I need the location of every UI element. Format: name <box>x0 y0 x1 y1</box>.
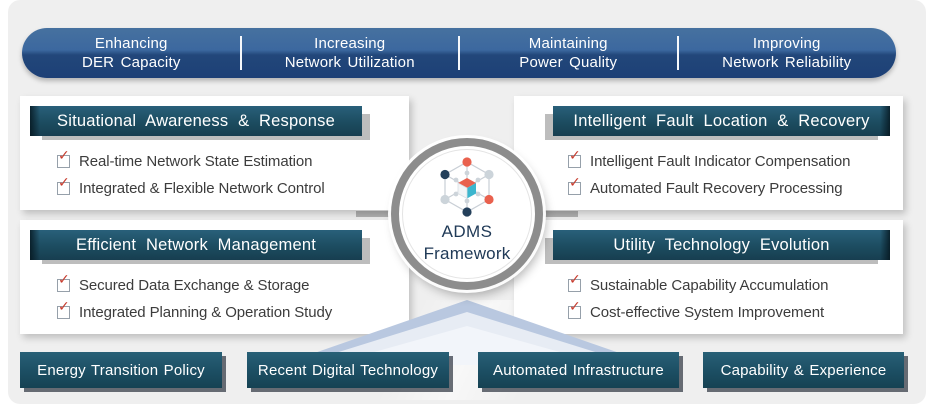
check-list: ✓ Intelligent Fault Indicator Compensati… <box>568 148 851 200</box>
checklist-item: ✓ Cost-effective System Improvement <box>568 299 828 324</box>
checklist-item: ✓ Integrated Planning & Operation Study <box>57 299 333 324</box>
checklist-item-label: Real-time Network State Estimation <box>79 152 313 170</box>
checklist-item: ✓ Automated Fault Recovery Processing <box>568 175 850 200</box>
hub-inner-ring <box>402 149 532 279</box>
checked-checkbox-icon: ✓ <box>57 299 70 319</box>
checked-checkbox-icon: ✓ <box>57 148 70 168</box>
card-header: Intelligent Fault Location & Recovery <box>553 106 890 136</box>
goal-line: Network Utilization <box>284 54 415 71</box>
card-header: Situational Awareness & Response <box>30 106 362 136</box>
check-list: ✓ Real-time Network State Estimation ✓ I… <box>57 148 325 200</box>
adms-framework-hub: ADMS Framework <box>391 138 543 290</box>
goal-segment-network-reliability: Improving Network Reliability <box>678 28 897 78</box>
checklist-item-label: Automated Fault Recovery Processing <box>590 179 843 197</box>
checked-checkbox-icon: ✓ <box>568 272 581 292</box>
goal-line: Enhancing <box>94 34 168 52</box>
foundation-box-automated-infrastructure: Automated Infrastructure <box>478 352 679 388</box>
goals-banner: Enhancing DER Capacity Increasing Networ… <box>22 28 896 78</box>
checked-checkbox-icon: ✓ <box>568 299 581 319</box>
checked-checkbox-icon: ✓ <box>568 148 581 168</box>
hub-title-line2: Framework <box>423 244 511 263</box>
checklist-item-label: Cost-effective System Improvement <box>590 303 825 321</box>
goal-line: Increasing <box>314 34 386 52</box>
foundation-box-capability-experience: Capability & Experience <box>703 352 904 388</box>
checklist-item: ✓ Sustainable Capability Accumulation <box>568 272 829 297</box>
checklist-item-label: Sustainable Capability Accumulation <box>590 276 829 294</box>
goal-line: Maintaining <box>528 34 608 52</box>
foundation-label: Capability & Experience <box>720 361 887 379</box>
goal-line: Network Reliability <box>722 54 852 71</box>
card-header: Utility Technology Evolution <box>553 230 890 260</box>
goal-segment-power-quality: Maintaining Power Quality <box>459 28 678 78</box>
foundation-label: Energy Transition Policy <box>37 361 205 379</box>
checklist-item: ✓ Secured Data Exchange & Storage <box>57 272 332 297</box>
quadrant-card-fault-location-recovery: Intelligent Fault Location & Recovery ✓ … <box>514 96 903 210</box>
card-title: Efficient Network Management <box>76 235 316 254</box>
checked-checkbox-icon: ✓ <box>57 175 70 195</box>
quadrant-card-situational-awareness: Situational Awareness & Response ✓ Real-… <box>20 96 409 210</box>
goal-line: Power Quality <box>519 54 618 71</box>
foundation-box-recent-digital-technology: Recent Digital Technology <box>247 352 449 388</box>
card-header: Efficient Network Management <box>30 230 362 260</box>
check-list: ✓ Secured Data Exchange & Storage ✓ Inte… <box>57 272 333 324</box>
foundation-label: Automated Infrastructure <box>493 361 664 379</box>
checked-checkbox-icon: ✓ <box>568 175 581 195</box>
card-title: Situational Awareness & Response <box>57 111 335 130</box>
goal-line: DER Capacity <box>81 54 181 71</box>
goal-segment-der-capacity: Enhancing DER Capacity <box>22 28 241 78</box>
card-title: Utility Technology Evolution <box>613 235 830 254</box>
checklist-item-label: Intelligent Fault Indicator Compensation <box>590 152 851 170</box>
checklist-item: ✓ Intelligent Fault Indicator Compensati… <box>568 148 851 173</box>
card-title: Intelligent Fault Location & Recovery <box>573 111 870 130</box>
checklist-item: ✓ Real-time Network State Estimation <box>57 148 325 173</box>
goal-segment-network-utilization: Increasing Network Utilization <box>241 28 460 78</box>
foundation-label: Recent Digital Technology <box>257 361 439 379</box>
hub-title-line1: ADMS <box>441 222 493 241</box>
checklist-item-label: Secured Data Exchange & Storage <box>79 276 310 294</box>
check-list: ✓ Sustainable Capability Accumulation ✓ … <box>568 272 829 324</box>
quadrant-card-technology-evolution: Utility Technology Evolution ✓ Sustainab… <box>514 220 903 334</box>
checklist-item: ✓ Integrated & Flexible Network Control <box>57 175 325 200</box>
network-cube-icon <box>440 157 494 217</box>
checklist-item-label: Integrated & Flexible Network Control <box>79 179 325 197</box>
foundation-box-energy-transition-policy: Energy Transition Policy <box>20 352 222 388</box>
checklist-item-label: Integrated Planning & Operation Study <box>79 303 333 321</box>
quadrant-card-network-management: Efficient Network Management ✓ Secured D… <box>20 220 409 334</box>
checked-checkbox-icon: ✓ <box>57 272 70 292</box>
goal-line: Improving <box>752 34 821 52</box>
